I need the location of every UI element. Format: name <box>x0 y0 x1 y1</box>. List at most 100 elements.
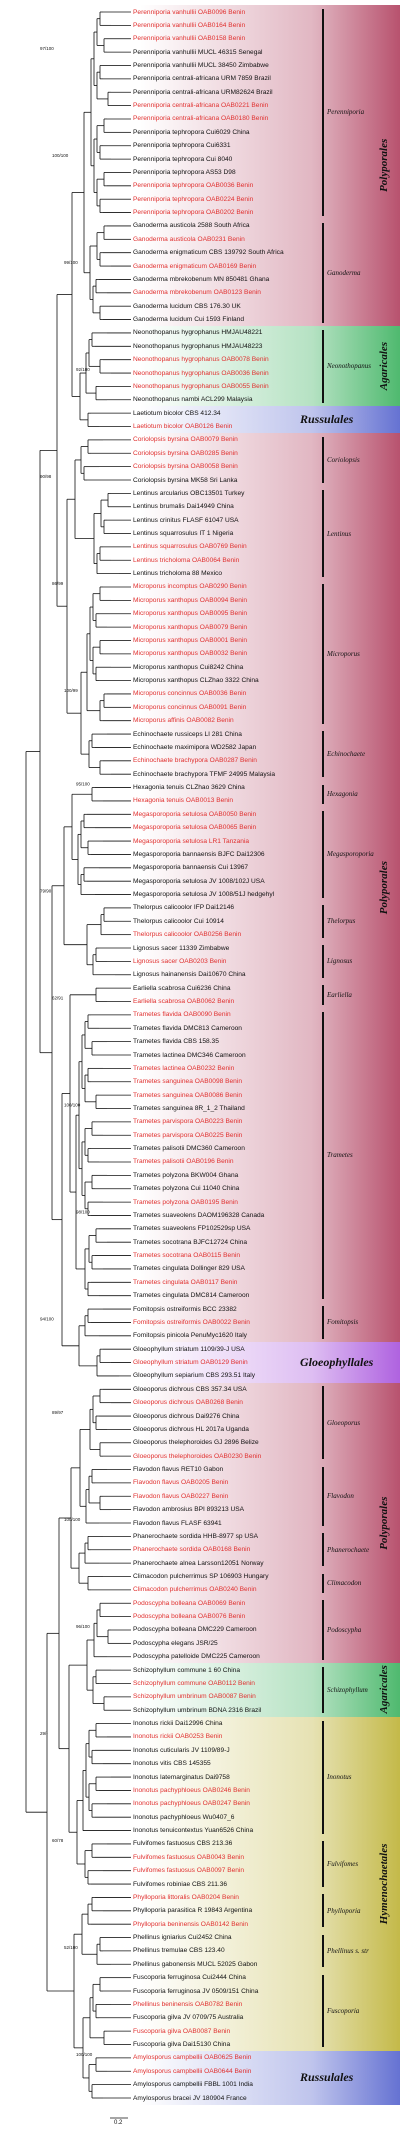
tip-label: Earliella scabrosa Cui6236 China <box>133 984 231 992</box>
tip-label: Perenniporia centrali-africana OAB0180 B… <box>133 115 269 123</box>
order-label: Polyporales <box>378 139 390 193</box>
tip-label: Trametes parvispora OAB0223 Benin <box>133 1118 243 1126</box>
tip-label: Flavodon flavus RET10 Gabon <box>133 1466 224 1474</box>
tip-label: Flavodon flavus OAB0227 Benin <box>133 1492 229 1500</box>
order-label: Agaricales <box>378 1666 390 1715</box>
support-value: 99/100 <box>64 260 78 265</box>
order-band <box>0 326 400 407</box>
tip-label: Perenniporia vanhullii OAB0158 Benin <box>133 35 246 43</box>
tip-label: Hexagonia tenuis CLZhao 3629 China <box>133 784 245 792</box>
tip-label: Schizophyllum commune 1 60 China <box>133 1666 241 1674</box>
clade-bar <box>322 1720 324 1834</box>
tip-label: Gloeoporus thelephoroides GJ 2896 Belize <box>133 1439 259 1447</box>
clade-bar <box>322 583 324 724</box>
tip-label: Megasporoporia setulosa OAB0050 Benin <box>133 810 257 818</box>
tip-label: Perenniporia tephropora Cui6331 <box>133 142 231 150</box>
tip-label: Ganoderma enigmaticum OAB0169 Benin <box>133 262 257 270</box>
tip-label: Neonothopanus hygrophanus HMJAU48223 <box>133 342 263 350</box>
clade-label: Podoscypha <box>327 1625 362 1634</box>
clade-bar <box>322 1573 324 1593</box>
support-value: 94/100 <box>40 1316 54 1321</box>
clade-bar <box>322 985 324 1005</box>
order-band <box>0 1382 400 1664</box>
support-value: 100/100 <box>52 153 69 158</box>
tip-label: Perenniporia tephropora Cui 8040 <box>133 155 233 163</box>
tip-label: Inonotus cuticularis JV 1109/89-J <box>133 1746 230 1754</box>
tip-label: Phanerochaete sordida HHB-8977 sp USA <box>133 1532 258 1540</box>
tip-label: Flavodon flavus OAB0205 Benin <box>133 1479 229 1487</box>
clade-bar <box>322 945 324 978</box>
tip-label: Lignosus sacer 11339 Zimbabwe <box>133 944 230 952</box>
support-value: 90/98 <box>40 474 52 479</box>
order-label: Hymenochaetales <box>378 1843 390 1925</box>
tip-label: Thelorpus calicoolor Cui 10914 <box>133 917 224 925</box>
tip-label: Thelorpus calicoolor IFP Dai12146 <box>133 904 235 912</box>
tip-label: Trametes lactinea DMC346 Cameroon <box>133 1051 246 1059</box>
tip-label: Trametes sanguinea 8R_1_2 Thailand <box>133 1104 245 1112</box>
tip-label: Perenniporia vanhullii MUCL 46315 Senega… <box>133 48 263 56</box>
tip-label: Ganoderma austicola OAB0231 Benin <box>133 235 245 243</box>
order-band <box>0 2051 400 2105</box>
clade-label: Phanerochaete <box>327 1545 370 1554</box>
support-value: 100/99 <box>64 688 78 693</box>
clade-bar <box>322 784 324 804</box>
tip-label: Amylosporus campbellii OAB0644 Benin <box>133 2067 252 2075</box>
clade-bar <box>322 1011 324 1299</box>
tip-label: Laetiotum bicolor CBS 412.34 <box>133 409 221 417</box>
tip-label: Flavodon ambrosius BPI 893213 USA <box>133 1506 245 1514</box>
tip-label: Inonotus pachyphloeus Wu0407_6 <box>133 1813 235 1821</box>
tip-label: Phellinus gabonensis MUCL 52025 Gabon <box>133 1960 258 1968</box>
tip-label: Ganoderma lucidum CBS 176.30 UK <box>133 302 241 310</box>
tip-label: Microporus xanthopus OAB0094 Benin <box>133 596 247 604</box>
tip-label: Laetiotum bicolor OAB0126 Benin <box>133 423 233 431</box>
tip-label: Lentinus crinitus FLASF 61047 USA <box>133 516 239 524</box>
clade-label: Coriolopsis <box>327 455 360 464</box>
tip-label: Inonotus rickii Dai12996 China <box>133 1720 223 1728</box>
tip-label: Gloeoporus dichrous CBS 357.34 USA <box>133 1385 247 1393</box>
clade-bar <box>322 1974 324 2048</box>
tip-label: Trametes cingulata DMC814 Cameroon <box>133 1292 250 1300</box>
tip-label: Schizophyllum commune OAB0112 Benin <box>133 1679 255 1687</box>
clade-bar <box>322 1894 324 1928</box>
tip-label: Inonotus latemarginatus Dai9758 <box>133 1773 230 1781</box>
clade-label: Inonotus <box>327 1773 352 1782</box>
tip-label: Amylosporus campbellii FBBL 1001 India <box>133 2081 253 2089</box>
tip-label: Lignosus sacer OAB0203 Benin <box>133 957 227 965</box>
clade-label: Earliella <box>327 990 352 999</box>
tip-label: Inonotus pachyphloeus OAB0247 Benin <box>133 1800 250 1808</box>
clade-bar <box>322 1306 324 1339</box>
tip-label: Podoscypha bolleana DMC229 Cameroon <box>133 1626 257 1634</box>
support-value: 89/97 <box>52 1410 64 1415</box>
tip-label: Phellinus igniarius Cui2452 China <box>133 1934 232 1942</box>
clade-bar <box>322 436 324 483</box>
clade-label: Microporus <box>327 649 360 658</box>
clade-bar <box>322 329 324 403</box>
order-label: Russulales <box>300 2069 354 2084</box>
support-value: 79/90 <box>40 889 52 894</box>
clade-bar <box>322 1667 324 1714</box>
tip-label: Amylosporus campbellii OAB0625 Benin <box>133 2054 252 2062</box>
order-band <box>0 1716 400 2052</box>
clade-bar <box>322 1386 324 1460</box>
tip-label: Lentinus squarrosulus OAB0769 Benin <box>133 543 247 551</box>
tip-label: Microporus xanthopus OAB0079 Benin <box>133 623 247 631</box>
tip-label: Gloeoporus dichrous OAB0268 Benin <box>133 1399 243 1407</box>
clade-bar <box>322 904 324 938</box>
tip-label: Flavodon flavus FLASF 63941 <box>133 1519 222 1527</box>
tip-label: Microporus xanthopus OAB0095 Benin <box>133 610 247 618</box>
clade-label: Phellinus s. str <box>327 1946 369 1955</box>
support-value: 100/100 <box>64 1102 81 1107</box>
tip-label: Climacodon pulcherrimus OAB0240 Benin <box>133 1586 257 1594</box>
clade-label: Perenniporia <box>327 108 365 117</box>
clade-label: Phylloporia <box>327 1906 361 1915</box>
clade-label: Gloeoporus <box>327 1418 361 1427</box>
tip-label: Microporus xanthopus Cui8242 China <box>133 663 244 671</box>
tip-label: Perenniporia vanhullii OAB0096 Benin <box>133 8 246 16</box>
tip-label: Earliella scabrosa OAB0062 Benin <box>133 998 235 1005</box>
tip-label: Perenniporia centrali-africana URM82624 … <box>133 88 273 96</box>
tip-label: Podoscypha elegans JSR/25 <box>133 1639 218 1647</box>
tip-label: Microporus xanthopus OAB0001 Benin <box>133 636 247 644</box>
tip-label: Megasporoporia setulosa OAB0065 Benin <box>133 824 257 832</box>
tip-label: Amylosporus bracei JV 180904 France <box>133 2094 247 2102</box>
order-label: Agaricales <box>378 342 390 391</box>
